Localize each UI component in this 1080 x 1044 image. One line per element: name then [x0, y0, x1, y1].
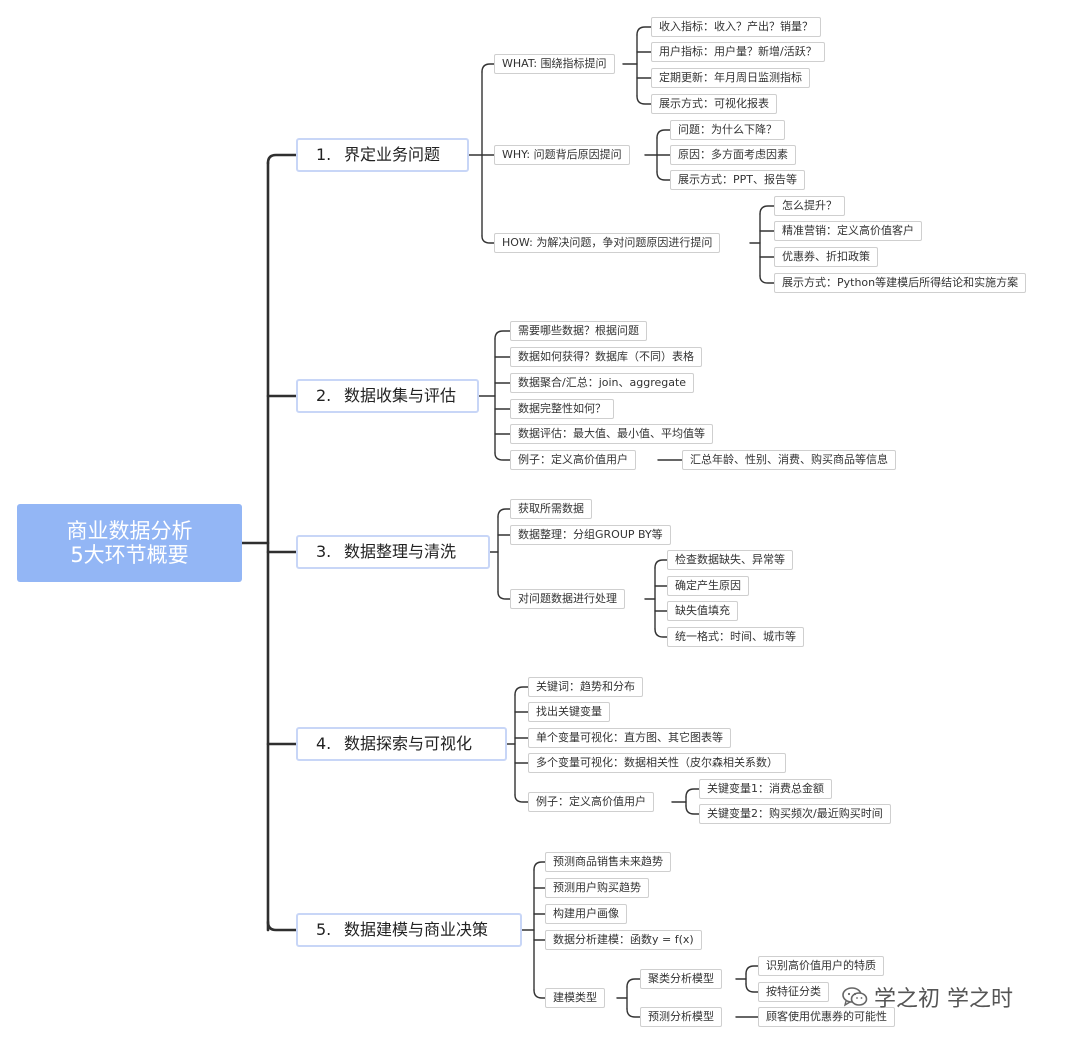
leaf-node: 按特征分类	[758, 982, 829, 1002]
leaf-node: 关键变量2：购买频次/最近购买时间	[699, 804, 891, 824]
root-title-line1: 商业数据分析	[66, 519, 193, 543]
predict-model-node: 预测分析模型	[640, 1007, 722, 1027]
leaf-node: 需要哪些数据？根据问题	[510, 321, 647, 341]
leaf-node: 获取所需数据	[510, 499, 592, 519]
section-title: 界定业务问题	[344, 145, 441, 164]
leaf-node: 数据整理：分组GROUP BY等	[510, 525, 671, 545]
leaf-node: 优惠券、折扣政策	[774, 247, 878, 267]
leaf-node: 预测商品销售未来趋势	[545, 852, 671, 872]
leaf-node: 原因：多方面考虑因素	[670, 145, 796, 165]
leaf-node: 汇总年龄、性别、消费、购买商品等信息	[682, 450, 896, 470]
leaf-node: 预测用户购买趋势	[545, 878, 649, 898]
leaf-node: 数据如何获得？数据库（不同）表格	[510, 347, 702, 367]
cluster-model-node: 聚类分析模型	[640, 969, 722, 989]
section-number: 4.	[316, 734, 332, 753]
why-node: WHY: 问题背后原因提问	[494, 145, 630, 165]
leaf-node: 数据评估：最大值、最小值、平均值等	[510, 424, 713, 444]
example-node: 例子：定义高价值用户	[510, 450, 636, 470]
section-title: 数据整理与清洗	[344, 542, 457, 561]
watermark-text: 学之初 学之时	[874, 987, 1013, 1012]
section-5-node: 5. 数据建模与商业决策	[296, 913, 522, 947]
section-number: 2.	[316, 386, 332, 405]
leaf-node: 构建用户画像	[545, 904, 627, 924]
leaf-node: 顾客使用优惠券的可能性	[758, 1007, 895, 1027]
what-node: WHAT: 围绕指标提问	[494, 54, 615, 74]
leaf-node: 单个变量可视化：直方图、其它图表等	[528, 728, 731, 748]
model-type-node: 建模类型	[545, 988, 605, 1008]
leaf-node: 关键变量1：消费总金额	[699, 779, 832, 799]
section-4-node: 4. 数据探索与可视化	[296, 727, 507, 761]
section-title: 数据建模与商业决策	[344, 920, 489, 939]
leaf-node: 展示方式：Python等建模后所得结论和实施方案	[774, 273, 1027, 293]
section-2-node: 2. 数据收集与评估	[296, 379, 479, 413]
section-3-node: 3. 数据整理与清洗	[296, 535, 490, 569]
section-number: 3.	[316, 542, 332, 561]
section-number: 1.	[316, 145, 332, 164]
root-node: 商业数据分析 5大环节概要	[17, 504, 242, 582]
leaf-node: 展示方式：PPT、报告等	[670, 170, 805, 190]
watermark: 学之初 学之时	[842, 981, 1013, 1013]
root-title-line2: 5大环节概要	[70, 543, 189, 567]
leaf-node: 数据完整性如何？	[510, 399, 614, 419]
leaf-node: 找出关键变量	[528, 702, 610, 722]
example-node: 例子：定义高价值用户	[528, 792, 654, 812]
leaf-node: 统一格式：时间、城市等	[667, 627, 804, 647]
leaf-node: 展示方式：可视化报表	[651, 94, 777, 114]
leaf-node: 精准营销：定义高价值客户	[774, 221, 922, 241]
section-title: 数据收集与评估	[344, 386, 457, 405]
leaf-node: 用户指标：用户量？新增/活跃？	[651, 42, 825, 62]
leaf-node: 确定产生原因	[667, 576, 749, 596]
leaf-node: 数据聚合/汇总：join、aggregate	[510, 373, 695, 393]
wechat-icon	[842, 986, 868, 1008]
leaf-node: 收入指标：收入？产出？销量？	[651, 17, 821, 37]
section-title: 数据探索与可视化	[344, 734, 473, 753]
leaf-node: 关键词：趋势和分布	[528, 677, 643, 697]
leaf-node: 数据分析建模：函数y = f(x)	[545, 930, 702, 950]
leaf-node: 怎么提升？	[774, 196, 845, 216]
section-number: 5.	[316, 920, 332, 939]
leaf-node: 定期更新：年月周日监测指标	[651, 68, 810, 88]
leaf-node: 缺失值填充	[667, 601, 738, 621]
how-node: HOW: 为解决问题，争对问题原因进行提问	[494, 233, 721, 253]
leaf-node: 识别高价值用户的特质	[758, 956, 884, 976]
process-node: 对问题数据进行处理	[510, 589, 625, 609]
leaf-node: 问题：为什么下降？	[670, 120, 785, 140]
section-1-node: 1. 界定业务问题	[296, 138, 469, 172]
leaf-node: 检查数据缺失、异常等	[667, 550, 793, 570]
leaf-node: 多个变量可视化：数据相关性（皮尔森相关系数）	[528, 753, 786, 773]
